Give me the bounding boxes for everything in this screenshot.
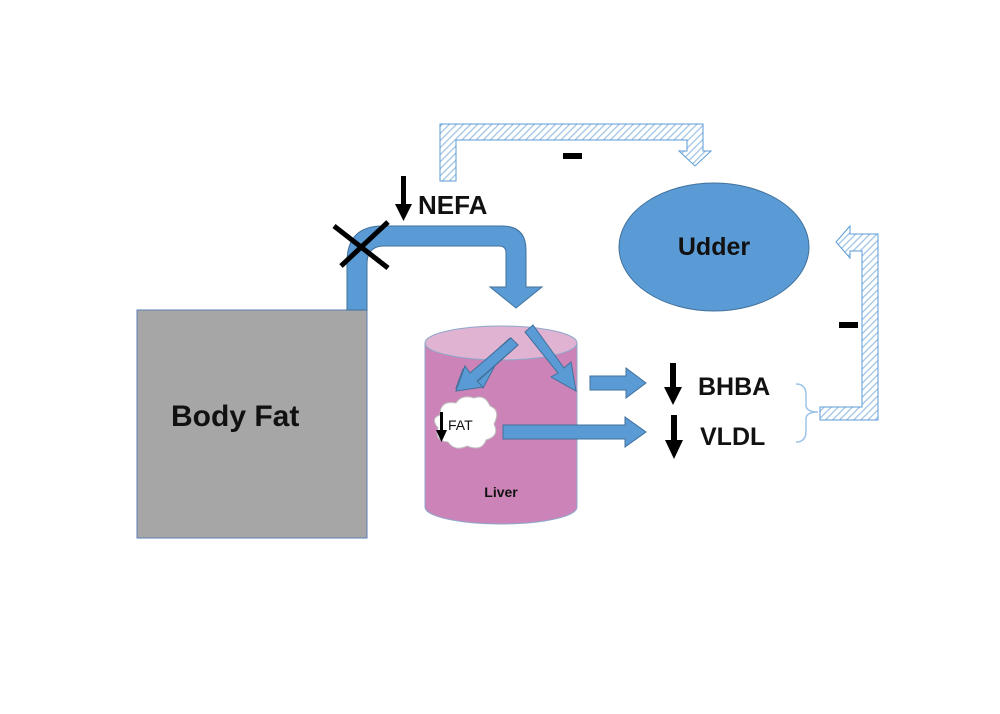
nefa-label: NEFA xyxy=(418,190,488,220)
vldl-output-arrow xyxy=(502,416,647,448)
down-arrow-icon xyxy=(665,415,683,459)
bhba-output-arrow xyxy=(589,367,647,399)
vldl-label: VLDL xyxy=(700,423,765,451)
feedback-arrow-right xyxy=(819,224,879,421)
down-arrow-icon xyxy=(395,176,412,221)
liver-label: Liver xyxy=(484,484,518,500)
down-arrow-icon xyxy=(436,412,447,442)
body-fat-box xyxy=(136,309,368,539)
fat-label: FAT xyxy=(448,417,473,433)
bracket xyxy=(795,383,819,443)
down-arrow-icon xyxy=(664,363,682,405)
bhba-label: BHBA xyxy=(698,373,770,401)
nefa-pipe-arrow xyxy=(346,225,544,311)
feedback-arrow-top xyxy=(439,123,713,182)
minus-sign-top xyxy=(563,153,582,159)
body-fat-label: Body Fat xyxy=(171,400,299,433)
cloud-icon xyxy=(434,396,498,449)
x-cross-icon xyxy=(332,220,390,270)
udder-label: Udder xyxy=(678,233,751,261)
udder-ellipse xyxy=(618,182,810,312)
liver-split-arrows xyxy=(455,324,577,392)
minus-sign-right xyxy=(839,322,858,328)
